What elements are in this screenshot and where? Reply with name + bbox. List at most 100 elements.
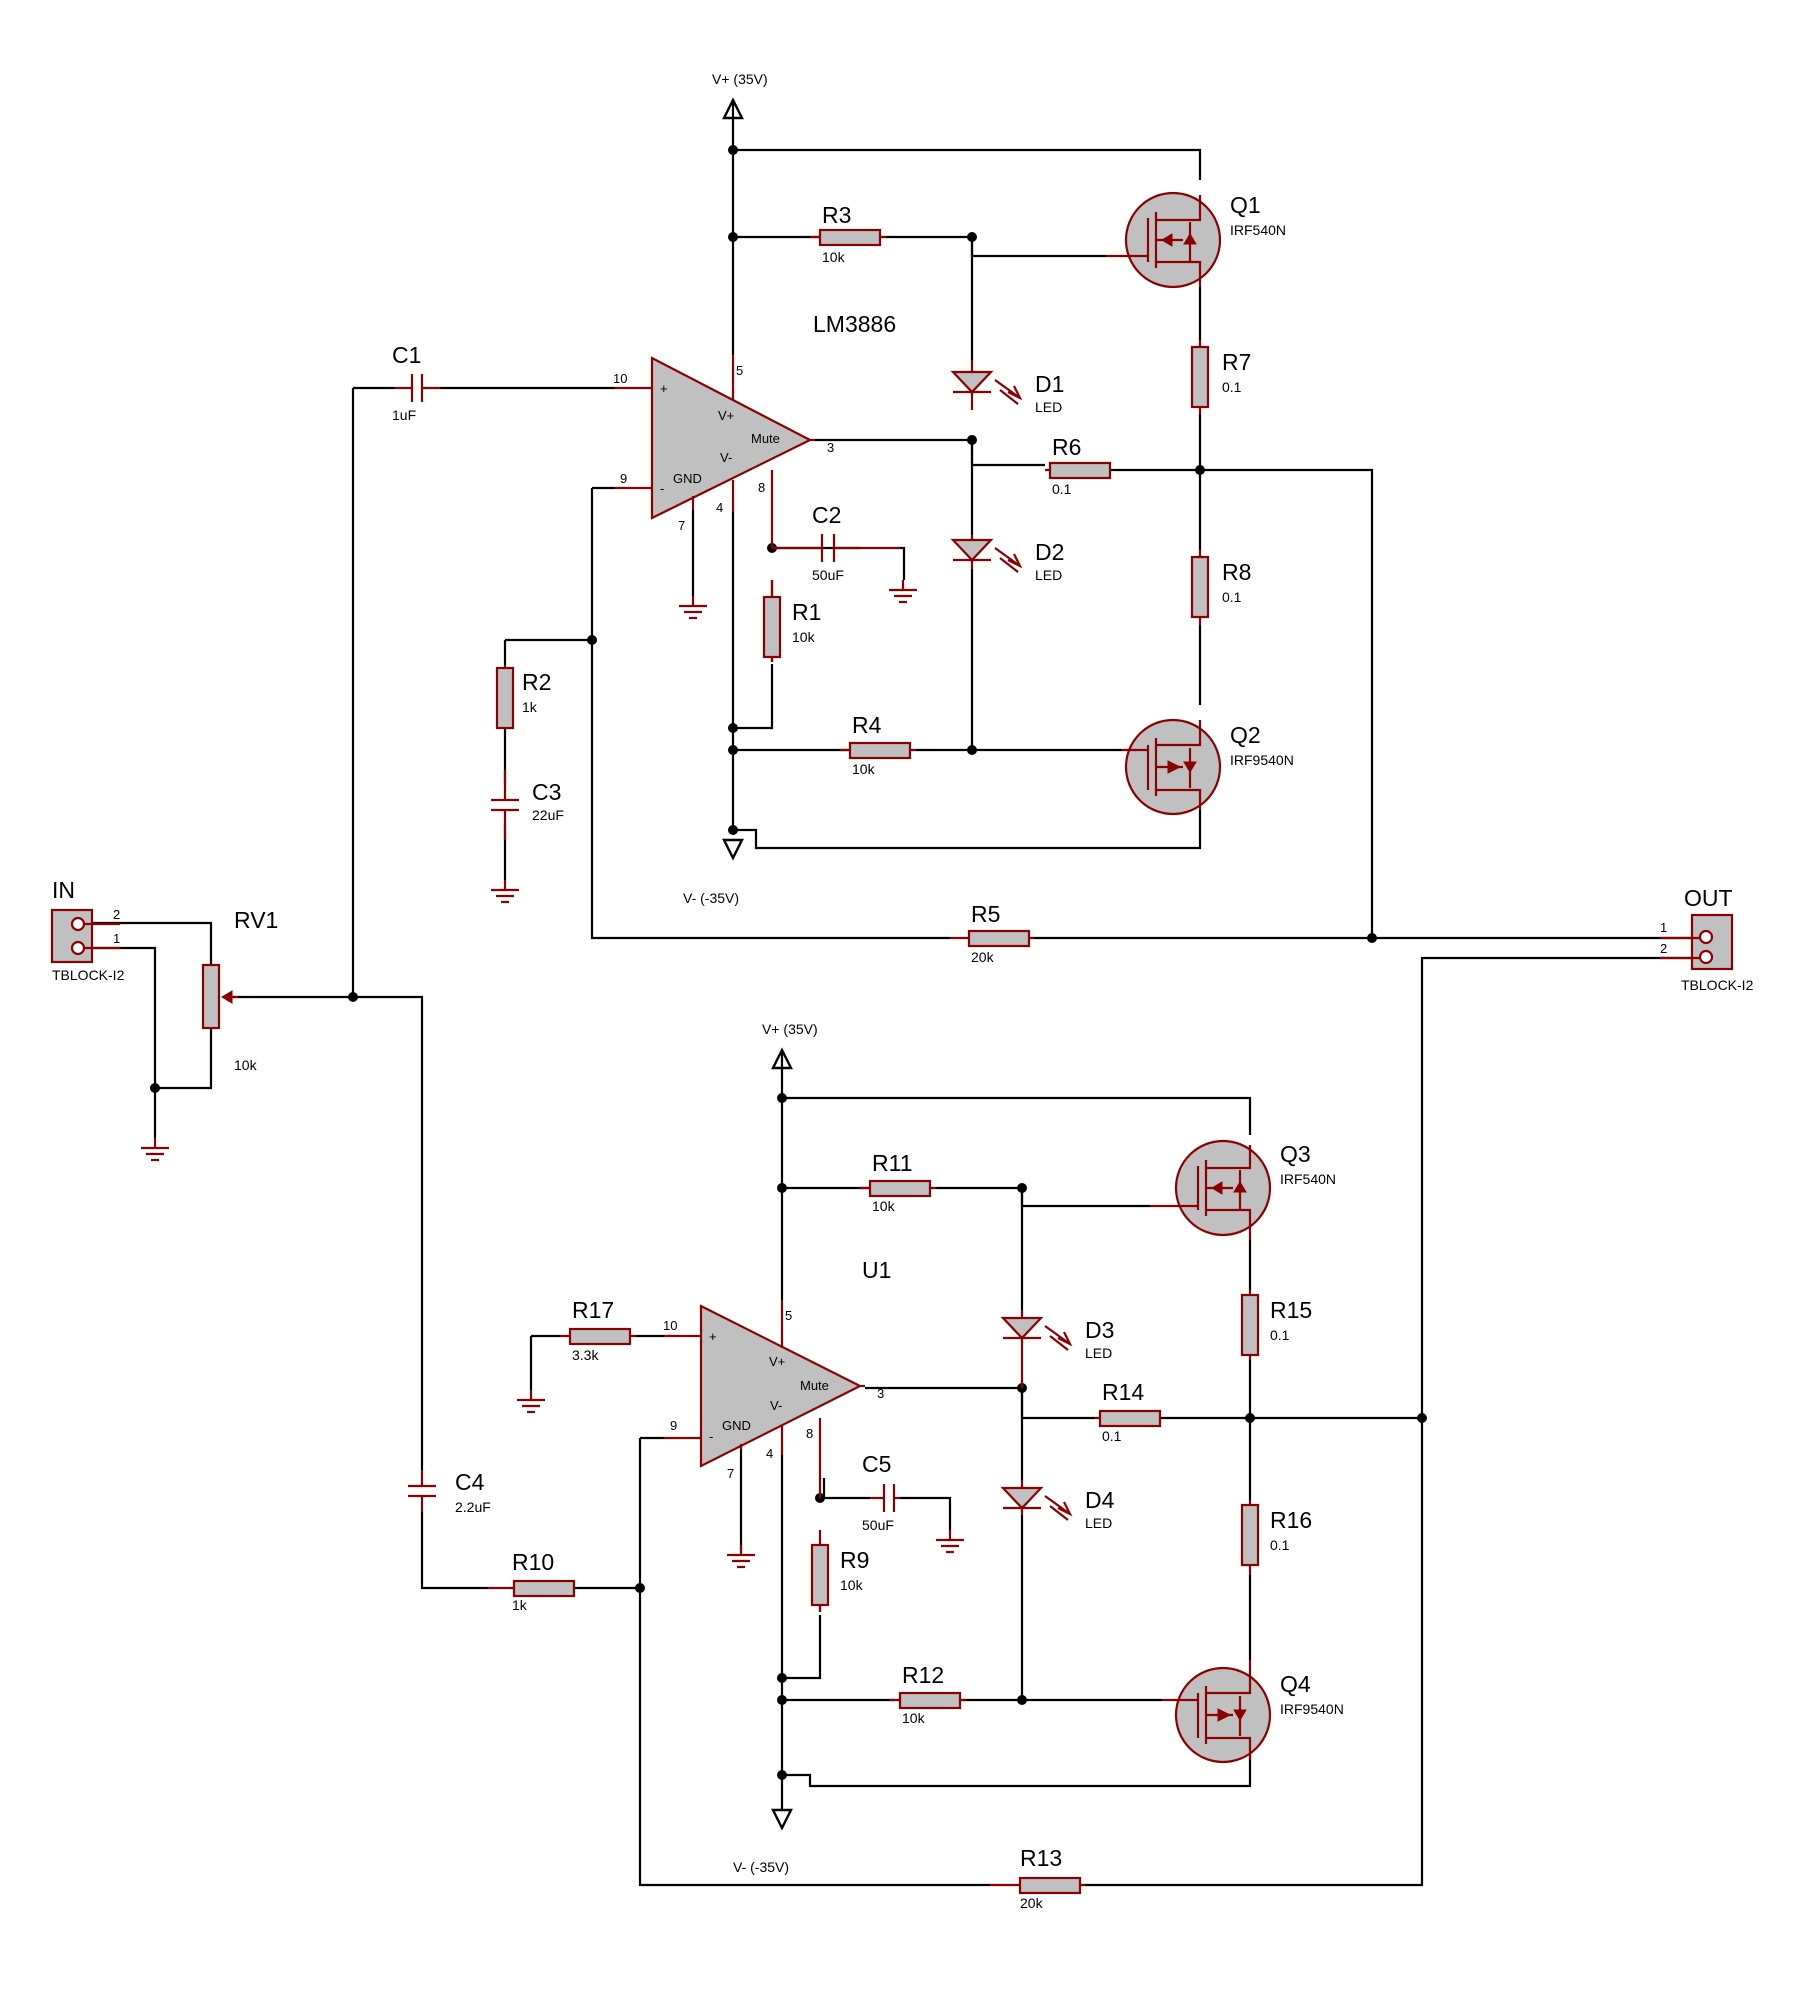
parts-q3-ref: Q3 [1280, 1141, 1311, 1167]
connectors-in-pin_top: 2 [113, 907, 120, 922]
parts-r5-val: 20k [971, 949, 995, 965]
parts-c5-val: 50uF [862, 1517, 894, 1533]
parts-r8-ref: R8 [1222, 559, 1251, 585]
opamp1-pin_out: 3 [827, 440, 834, 455]
parts-c2-val: 50uF [812, 567, 844, 583]
vplus-label-bottom: V+ (35V) [762, 1021, 818, 1037]
vplus-symbol-top: V+ (35V) [712, 71, 768, 120]
parts-r1-val: 10k [792, 629, 816, 645]
parts-r16-val: 0.1 [1270, 1537, 1290, 1553]
capacitor-c3: C3 22uF [491, 770, 564, 840]
opamp1-pin_vm: 4 [716, 500, 723, 515]
opamp2-txt_vp: V+ [769, 1354, 785, 1369]
resistor-r10: R10 1k [488, 1549, 576, 1613]
connector-in: IN TBLOCK-I2 2 1 [50, 877, 125, 983]
parts-c1-ref: C1 [392, 342, 421, 368]
parts-r6-val: 0.1 [1052, 481, 1072, 497]
opamp1-pin_vp: 5 [736, 363, 743, 378]
parts-r17-ref: R17 [572, 1297, 614, 1323]
opamp2-pin_vp: 5 [785, 1308, 792, 1323]
opamp1-txt_vp: V+ [718, 408, 734, 423]
parts-c4-ref: C4 [455, 1469, 485, 1495]
parts-r9-val: 10k [840, 1577, 864, 1593]
ground-symbol [515, 1388, 547, 1414]
vplus-symbol-bottom: V+ (35V) [762, 1021, 818, 1070]
vplus-label-top: V+ (35V) [712, 71, 768, 87]
parts-r14-ref: R14 [1102, 1379, 1144, 1405]
opamp1-txt_gnd: GND [673, 471, 702, 486]
opamp-lm3886: + - V+ V- Mute GND 10 9 3 5 4 8 7 LM3886 [613, 311, 896, 548]
opamp2-txt_vm: V- [770, 1398, 782, 1413]
parts-r1-ref: R1 [792, 599, 821, 625]
parts-q1-val: IRF540N [1230, 222, 1286, 238]
opamp2-pin_out: 3 [877, 1386, 884, 1401]
parts-q1-ref: Q1 [1230, 192, 1261, 218]
ground-symbol [139, 1136, 171, 1162]
opamp2-pin_gnd: 7 [727, 1466, 734, 1481]
opamp2-txt_minus: - [709, 1429, 713, 1444]
resistor-r14: R14 0.1 [1095, 1379, 1162, 1444]
parts-r16-ref: R16 [1270, 1507, 1312, 1533]
opamp2-pin_mute: 8 [806, 1426, 813, 1441]
input-wires [92, 921, 353, 1138]
rv1-val: 10k [234, 1057, 258, 1073]
parts-r3-val: 10k [822, 249, 846, 265]
parts-d2-ref: D2 [1035, 539, 1064, 565]
opamp1-pin_gnd: 7 [678, 518, 685, 533]
parts-d2-val: LED [1035, 567, 1062, 583]
parts-r12-val: 10k [902, 1710, 926, 1726]
opamp-u1: + - V+ V- Mute GND 10 9 3 5 4 8 7 U1 [663, 1257, 891, 1498]
parts-r4-val: 10k [852, 761, 876, 777]
resistor-r8: R80.1 [1190, 550, 1251, 625]
connectors-in-pin_bottom: 1 [113, 931, 120, 946]
resistor-r6: R60.1 [1045, 434, 1112, 497]
parts-c4-val: 2.2uF [455, 1499, 491, 1515]
opamp1-txt_mute: Mute [751, 431, 780, 446]
capacitor-c1: C1 1uF [392, 342, 440, 423]
parts-r13-val: 20k [1020, 1895, 1044, 1911]
vminus-label-top: V- (-35V) [683, 890, 739, 906]
junction-dots [150, 145, 1427, 1780]
parts-r14-val: 0.1 [1102, 1428, 1122, 1444]
parts-r8-val: 0.1 [1222, 589, 1242, 605]
parts-r4-ref: R4 [852, 712, 882, 738]
connectors-out-pin_top: 1 [1660, 920, 1667, 935]
bottom-amplifier-wires [353, 956, 1700, 1887]
opamp1-txt_vm: V- [720, 450, 732, 465]
vminus-symbol-bottom: V- (-35V) [733, 1808, 793, 1875]
top-amplifier-wires [351, 118, 1700, 997]
parts-r2-val: 1k [522, 699, 538, 715]
parts-r10-ref: R10 [512, 1549, 554, 1575]
parts-r9-ref: R9 [840, 1547, 869, 1573]
vminus-label-bottom: V- (-35V) [733, 1859, 789, 1875]
parts-r10-val: 1k [512, 1597, 528, 1613]
parts-r5-ref: R5 [971, 901, 1000, 927]
resistor-r4: R4 10k [840, 712, 916, 777]
parts-c1-val: 1uF [392, 407, 416, 423]
parts-d4-val: LED [1085, 1515, 1112, 1531]
parts-r15-ref: R15 [1270, 1297, 1312, 1323]
parts-c3-ref: C3 [532, 779, 561, 805]
opamp-label: LM3886 [813, 311, 896, 337]
parts-r7-val: 0.1 [1222, 379, 1242, 395]
parts-d3-val: LED [1085, 1345, 1112, 1361]
opamp1-pin_mute: 8 [758, 480, 765, 495]
ground-symbol [934, 1528, 966, 1554]
parts-c3-val: 22uF [532, 807, 564, 823]
rv1-ref: RV1 [234, 907, 278, 933]
parts-d3-ref: D3 [1085, 1317, 1114, 1343]
